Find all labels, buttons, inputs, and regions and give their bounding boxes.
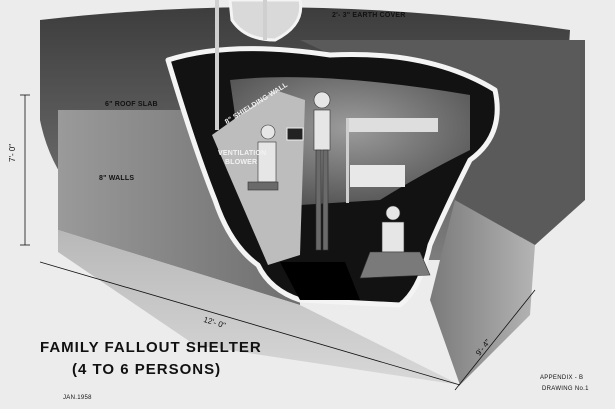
drawing-date: JAN.1958 <box>63 395 92 401</box>
front-wall-face <box>58 230 460 385</box>
lower-bunk <box>350 165 405 187</box>
dimension-height: 7'- 0" <box>8 143 17 162</box>
blower-box <box>286 127 304 141</box>
drawing-subtitle: (4 TO 6 PERSONS) <box>72 361 222 378</box>
label-blower: BLOWER <box>225 159 258 166</box>
label-roof-slab: 6" ROOF SLAB <box>105 101 158 108</box>
figure-man-standing <box>313 91 331 251</box>
roof-mass <box>300 40 585 245</box>
vent-pipe-left <box>215 0 219 130</box>
bunk-post <box>346 118 349 203</box>
label-ventilation: VENTILATION <box>218 150 267 157</box>
right-wall-face <box>430 200 535 385</box>
upper-bunk <box>348 118 438 132</box>
drawing-title: FAMILY FALLOUT SHELTER <box>40 339 262 356</box>
label-walls: 8" WALLS <box>99 175 135 182</box>
figure-woman-seated <box>359 205 431 279</box>
drawing-number: DRAWING No.1 <box>542 386 589 392</box>
floor-hatch <box>280 262 360 300</box>
label-earth-cover: 2'- 3" EARTH COVER <box>332 12 406 19</box>
appendix-label: APPENDIX - B <box>540 375 584 381</box>
vent-pipe-right <box>263 0 267 40</box>
figure-man-seated <box>247 124 279 191</box>
dimension-lines <box>20 94 536 391</box>
